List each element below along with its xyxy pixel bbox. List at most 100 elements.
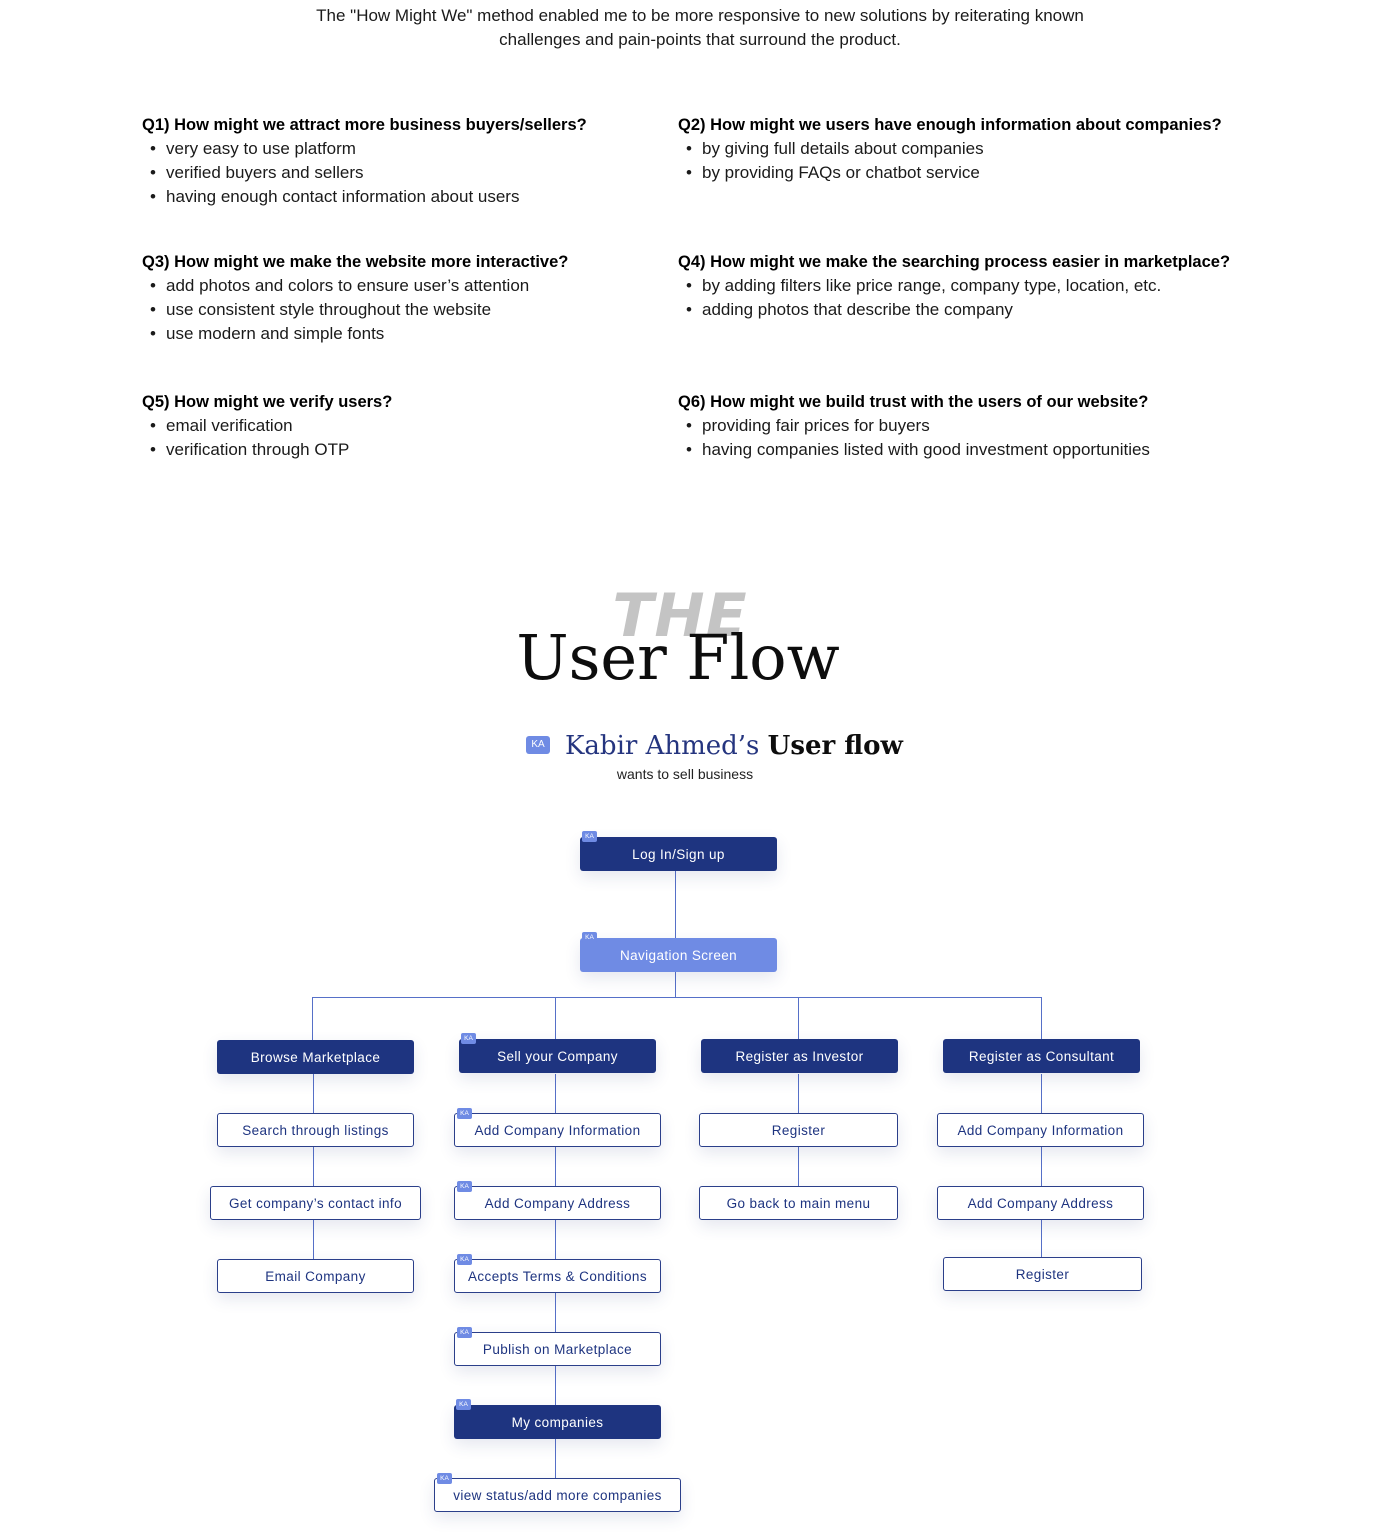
answer-item: by providing FAQs or chatbot service — [678, 161, 1298, 185]
node-label: Publish on Marketplace — [482, 1341, 633, 1357]
answer-list: email verification verification through … — [142, 414, 762, 462]
node-label: Browse Marketplace — [250, 1049, 381, 1065]
question-title: Q2) How might we users have enough infor… — [678, 116, 1222, 134]
node-label: Get company’s contact info — [229, 1195, 402, 1211]
answer-item: verification through OTP — [142, 438, 762, 462]
answer-item: use modern and simple fonts — [142, 322, 762, 346]
answer-item: providing fair prices for buyers — [678, 414, 1298, 438]
node-label: Sell your Company — [497, 1048, 618, 1064]
answer-item: email verification — [142, 414, 762, 438]
question-block-q3: Q3) How might we make the website more i… — [142, 250, 762, 346]
answer-list: by adding filters like price range, comp… — [678, 274, 1298, 322]
node-label: Register — [1015, 1266, 1070, 1282]
question-block-q4: Q4) How might we make the searching proc… — [678, 250, 1298, 322]
flow-node-email-company: Email Company — [217, 1259, 414, 1293]
answer-item: by giving full details about companies — [678, 137, 1298, 161]
ka-tag: KA — [582, 831, 597, 842]
question-block-q2: Q2) How might we users have enough infor… — [678, 113, 1298, 185]
flow-node-add-company-address: KA Add Company Address — [454, 1181, 661, 1220]
node-label: Add Company Address — [484, 1195, 631, 1211]
answer-item: by adding filters like price range, comp… — [678, 274, 1298, 298]
node-label: Go back to main menu — [726, 1195, 871, 1211]
answer-item: verified buyers and sellers — [142, 161, 762, 185]
node-label: Add Company Information — [957, 1122, 1124, 1138]
node-label: My companies — [511, 1414, 604, 1430]
answer-item: having companies listed with good invest… — [678, 438, 1298, 462]
connector-line — [555, 997, 556, 1041]
ka-tag: KA — [582, 932, 597, 943]
node-label: Email Company — [265, 1268, 366, 1284]
flow-node-get-contact-info: Get company’s contact info — [210, 1186, 421, 1220]
flow-node-navigation: KA Navigation Screen — [580, 932, 777, 972]
connector-line — [675, 972, 676, 998]
question-block-q5: Q5) How might we verify users? email ver… — [142, 390, 762, 462]
flow-node-view-status: KA view status/add more companies — [434, 1473, 681, 1512]
node-label: view status/add more companies — [453, 1487, 662, 1503]
flow-node-my-companies: KA My companies — [454, 1399, 661, 1439]
intro-line-2: challenges and pain-points that surround… — [499, 30, 901, 49]
node-label: Add Company Information — [474, 1122, 641, 1138]
answer-list: providing fair prices for buyers having … — [678, 414, 1298, 462]
flow-node-consultant-company-address: Add Company Address — [937, 1186, 1144, 1220]
section-title: User Flow — [516, 621, 840, 694]
node-label: Navigation Screen — [619, 947, 738, 963]
answer-item: add photos and colors to ensure user’s a… — [142, 274, 762, 298]
ka-tag: KA — [457, 1327, 472, 1338]
connector-line — [1041, 997, 1042, 1041]
node-label: Register — [771, 1122, 826, 1138]
persona-goal: wants to sell business — [616, 766, 754, 782]
question-title: Q1) How might we attract more business b… — [142, 116, 587, 134]
ka-tag: KA — [456, 1399, 471, 1410]
intro-text: The "How Might We" method enabled me to … — [0, 4, 1400, 52]
ka-tag: KA — [457, 1181, 472, 1192]
connector-line — [798, 997, 799, 1041]
answer-list: very easy to use platform verified buyer… — [142, 137, 762, 209]
persona-name: Kabir Ahmed’s — [565, 731, 760, 761]
connector-line — [675, 871, 676, 939]
ka-tag: KA — [457, 1254, 472, 1265]
section-kicker: THE — [612, 581, 748, 651]
node-label: Register as Investor — [735, 1048, 864, 1064]
persona-heading: Kabir Ahmed’s User flow — [565, 727, 903, 765]
question-title: Q4) How might we make the searching proc… — [678, 253, 1231, 271]
flow-node-search-listings: Search through listings — [217, 1113, 414, 1147]
question-block-q6: Q6) How might we build trust with the us… — [678, 390, 1298, 462]
question-title: Q5) How might we verify users? — [142, 393, 393, 411]
connector-line — [312, 997, 313, 1041]
node-label: Add Company Address — [967, 1195, 1114, 1211]
answer-item: very easy to use platform — [142, 137, 762, 161]
node-label: Log In/Sign up — [632, 846, 725, 862]
answer-item: use consistent style throughout the webs… — [142, 298, 762, 322]
question-title: Q3) How might we make the website more i… — [142, 253, 569, 271]
flow-node-consultant-company-information: Add Company Information — [937, 1113, 1144, 1147]
answer-list: add photos and colors to ensure user’s a… — [142, 274, 762, 346]
answer-item: having enough contact information about … — [142, 185, 762, 209]
flow-node-register-investor: Register as Investor — [701, 1039, 898, 1073]
ka-tag: KA — [437, 1473, 452, 1484]
answer-list: by giving full details about companies b… — [678, 137, 1298, 185]
node-label: Search through listings — [242, 1122, 389, 1138]
flow-node-consultant-register: Register — [943, 1257, 1142, 1291]
question-block-q1: Q1) How might we attract more business b… — [142, 113, 762, 209]
answer-item: adding photos that describe the company — [678, 298, 1298, 322]
ka-tag: KA — [461, 1033, 476, 1044]
flow-node-login: KA Log In/Sign up — [580, 831, 777, 871]
persona-flow-label: User flow — [767, 731, 903, 761]
flow-node-sell-company: KA Sell your Company — [459, 1033, 656, 1073]
avatar: KA — [526, 736, 550, 754]
ka-tag: KA — [457, 1108, 472, 1119]
intro-line-1: The "How Might We" method enabled me to … — [316, 6, 1084, 25]
flow-node-back-main-menu: Go back to main menu — [699, 1186, 898, 1220]
connector-line — [312, 997, 1042, 998]
node-label: Register as Consultant — [968, 1048, 1115, 1064]
connector-line — [1041, 1074, 1042, 1258]
flow-node-add-company-information: KA Add Company Information — [454, 1108, 661, 1147]
flow-node-publish-marketplace: KA Publish on Marketplace — [454, 1327, 661, 1366]
flow-node-register-consultant: Register as Consultant — [943, 1039, 1140, 1073]
flow-node-accept-terms: KA Accepts Terms & Conditions — [454, 1254, 661, 1293]
flow-node-browse-marketplace: Browse Marketplace — [217, 1040, 414, 1074]
node-label: Accepts Terms & Conditions — [468, 1268, 647, 1284]
connector-line — [313, 1074, 314, 1260]
flow-node-investor-register: Register — [699, 1113, 898, 1147]
question-title: Q6) How might we build trust with the us… — [678, 393, 1149, 411]
